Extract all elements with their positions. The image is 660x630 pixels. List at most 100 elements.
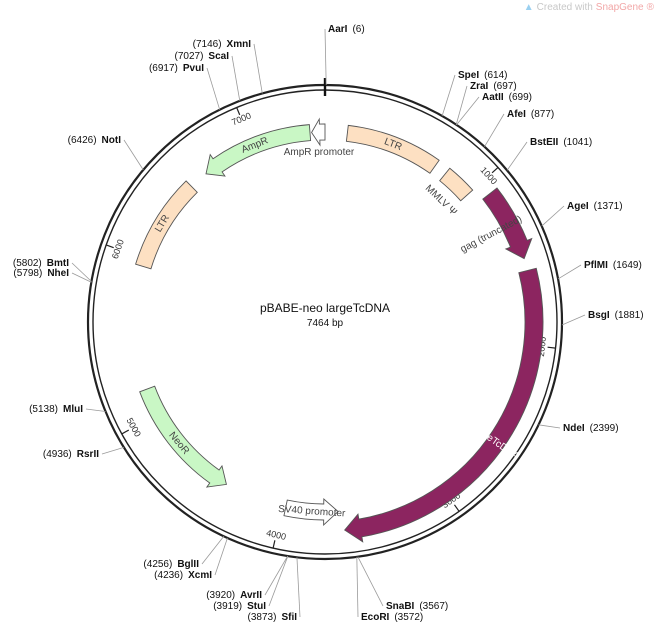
site-name-RsrII[interactable]: RsrII [77, 449, 99, 460]
site-name-StuI[interactable]: StuI [247, 601, 266, 612]
site-name-BmtI[interactable]: BmtI [47, 258, 69, 269]
site-pos-RsrII: (4936) [43, 449, 72, 460]
restriction-site-BstEII[interactable]: BstEII(1041) [530, 137, 592, 148]
site-pos-ZraI: (697) [493, 81, 516, 92]
site-name-AgeI[interactable]: AgeI [567, 201, 589, 212]
site-name-NheI[interactable]: NheI [47, 268, 69, 279]
restriction-site-EcoRI[interactable]: EcoRI (3572) [361, 612, 423, 623]
site-name-AvrII[interactable]: AvrII [240, 590, 262, 601]
site-leader-BmtI [71, 262, 92, 282]
feature-shape-sv40-promoter[interactable] [283, 498, 339, 527]
site-name-AarI[interactable]: AarI [328, 24, 348, 35]
restriction-site-NheI[interactable]: NheI (5798) [13, 268, 69, 279]
restriction-site-AfeI[interactable]: AfeI(877) [507, 109, 554, 120]
restriction-site-NotI[interactable]: NotI (6426) [68, 135, 122, 146]
feature-mmlv-psi[interactable]: MMLV Ψ [423, 167, 474, 218]
restriction-site-AgeI[interactable]: AgeI(1371) [567, 201, 623, 212]
restriction-site-SfiI[interactable]: SfiI (3873) [248, 612, 298, 623]
site-pos-NheI: (5798) [13, 268, 42, 279]
feature-ltr-top[interactable]: LTR [345, 124, 440, 174]
restriction-site-NdeI[interactable]: NdeI (2399) [563, 423, 619, 434]
restriction-site-BglII[interactable]: BglII (4256) [143, 559, 199, 570]
restriction-site-AvrII[interactable]: AvrII(3920) [206, 590, 262, 601]
feature-neor[interactable]: NeoR [139, 385, 227, 488]
snapgene-logo-icon: ▲ [523, 2, 534, 13]
feature-label-sv40-promoter: SV40 promoter [278, 504, 347, 520]
site-name-XcmI[interactable]: XcmI [188, 570, 212, 581]
restriction-site-PvuI[interactable]: PvuI (6917) [149, 63, 204, 74]
site-leader-EcoRI [356, 556, 359, 618]
feature-shape-ltr-left[interactable] [135, 180, 198, 270]
site-name-AatII[interactable]: AatII [482, 92, 504, 103]
restriction-site-MluI[interactable]: MluI(5138) [29, 404, 83, 415]
site-name-PvuI[interactable]: PvuI [183, 63, 204, 74]
feature-shape-gag[interactable] [482, 187, 533, 260]
site-leader-XmnI [253, 43, 263, 94]
feature-shape-ampr[interactable] [205, 124, 312, 177]
site-name-BsgI[interactable]: BsgI [588, 310, 610, 321]
site-name-SfiI[interactable]: SfiI [281, 612, 297, 623]
feature-ltr-left[interactable]: LTR [135, 180, 198, 270]
tick-mark-7000 [236, 107, 241, 116]
site-name-MluI[interactable]: MluI [63, 404, 83, 415]
restriction-site-RsrII[interactable]: RsrII (4936) [43, 449, 99, 460]
restriction-site-ScaI[interactable]: ScaI (7027) [175, 51, 230, 62]
feature-ampr-promoter[interactable]: AmpR promoter [284, 117, 355, 158]
site-name-SnaBI[interactable]: SnaBI [386, 601, 415, 612]
site-pos-XmnI: (7146) [193, 39, 222, 50]
site-leader-NdeI [538, 424, 561, 429]
site-name-NotI[interactable]: NotI [102, 135, 122, 146]
site-leader-BsgI [561, 314, 586, 326]
site-leader-AarI [324, 28, 327, 86]
site-pos-EcoRI: (3572) [394, 612, 423, 623]
site-pos-NotI: (6426) [68, 135, 97, 146]
feature-shape-neor[interactable] [139, 385, 227, 488]
site-name-ZraI[interactable]: ZraI [470, 81, 489, 92]
site-leader-NheI [71, 272, 92, 283]
site-name-SpeI[interactable]: SpeI [458, 70, 479, 81]
site-pos-PvuI: (6917) [149, 63, 178, 74]
site-leader-SfiI [296, 557, 301, 618]
site-leader-AatII [456, 96, 480, 126]
restriction-site-BmtI[interactable]: BmtI(5802) [13, 258, 69, 269]
site-name-ScaI[interactable]: ScaI [208, 51, 229, 62]
feature-shape-ltr-top[interactable] [345, 124, 440, 174]
restriction-site-AatII[interactable]: AatII(699) [482, 92, 532, 103]
site-name-BglII[interactable]: BglII [177, 559, 199, 570]
site-name-NdeI[interactable]: NdeI [563, 423, 585, 434]
site-name-AfeI[interactable]: AfeI [507, 109, 526, 120]
site-name-PflMI[interactable]: PflMI [584, 260, 608, 271]
restriction-site-XmnI[interactable]: XmnI (7146) [193, 39, 252, 50]
site-leader-BstEII [506, 141, 528, 171]
feature-ampr[interactable]: AmpR [205, 124, 312, 177]
feature-sv40-promoter[interactable]: SV40 promoter [278, 498, 347, 527]
restriction-site-ZraI[interactable]: ZraI (697) [470, 81, 517, 92]
site-pos-SfiI: (3873) [248, 612, 277, 623]
feature-shape-mmlv-psi[interactable] [439, 167, 474, 202]
snapgene-watermark: ▲ Created with SnapGene® [524, 2, 654, 13]
site-name-XmnI[interactable]: XmnI [227, 39, 252, 50]
site-pos-SnaBI: (3567) [419, 601, 448, 612]
feature-shape-largeT[interactable] [344, 267, 544, 543]
watermark-brand: SnapGene [595, 2, 644, 13]
restriction-site-XcmI[interactable]: XcmI(4236) [154, 570, 212, 581]
site-name-EcoRI[interactable]: EcoRI [361, 612, 390, 623]
restriction-site-AarI[interactable]: AarI(6) [328, 24, 365, 35]
site-leader-ZraI [455, 85, 468, 125]
site-pos-ScaI: (7027) [175, 51, 204, 62]
restriction-site-StuI[interactable]: StuI(3919) [213, 601, 266, 612]
tick-mark-4000 [272, 540, 276, 549]
restriction-site-PflMI[interactable]: PflMI(1649) [584, 260, 642, 271]
feature-shape-ampr-promoter[interactable] [311, 117, 326, 147]
restriction-site-SnaBI[interactable]: SnaBI (3567) [386, 601, 448, 612]
tick-label-6000: 6000 [110, 238, 126, 260]
tick-mark-3000 [453, 504, 460, 512]
restriction-site-SpeI[interactable]: SpeI(614) [458, 70, 507, 81]
site-pos-NdeI: (2399) [590, 423, 619, 434]
site-name-BstEII[interactable]: BstEII [530, 137, 559, 148]
site-pos-BglII: (4256) [143, 559, 172, 570]
tick-mark-2000 [547, 346, 556, 349]
restriction-site-BsgI[interactable]: BsgI(1881) [588, 310, 644, 321]
tick-label-5000: 5000 [125, 416, 143, 438]
